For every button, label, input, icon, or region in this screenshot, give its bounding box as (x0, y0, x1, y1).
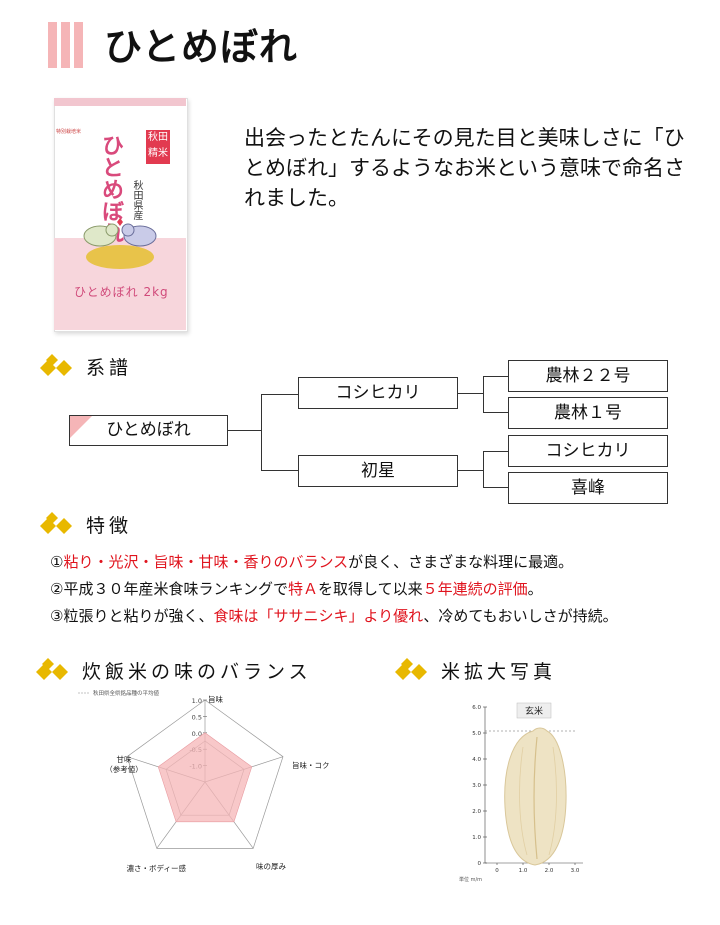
grain-unit: 単位 m/m (459, 876, 482, 883)
lineage-grandparent-box: 喜峰 (508, 472, 668, 504)
page-title: ひとめぼれ (104, 25, 298, 69)
feature-text: 。 (527, 580, 543, 598)
feature-text: ②平成３０年産米食味ランキングで (50, 580, 288, 598)
grain-x-tick-label: 3.0 (571, 868, 580, 874)
radar-data-area (157, 732, 253, 823)
product-image: 特別栽培米 秋田精米 ひとめぼれ 秋田県産 ひとめぼれ 2kg (54, 98, 188, 332)
radar-axis-label: 甘味 (117, 754, 132, 764)
radar-axis-label: 旨味 (208, 694, 223, 704)
gold-diamond-icon (40, 354, 72, 376)
photo-title: 米拡大写真 (441, 660, 557, 683)
radar-axis-label: （参考値） (105, 764, 143, 774)
rice-grain-photo: 6.0 5.0 4.0 3.0 2.0 1.0 0 0 1.0 2.0 3.0 玄米 単位 m/m (455, 697, 595, 887)
lineage-parent-box: コシヒカリ (298, 377, 458, 409)
features-heading: 特徴 (40, 510, 132, 538)
taste-title: 炊飯米の味のバランス (82, 660, 312, 683)
grain-x-tick-label: 2.0 (545, 868, 554, 874)
feature-item: ②平成３０年産米食味ランキングで特Ａを取得して以来５年連続の評価。 (50, 576, 700, 603)
lineage-grandparent-box: コシヒカリ (508, 435, 668, 467)
grain-y-tick-label: 3.0 (472, 783, 481, 789)
title-accent-bars (48, 22, 84, 68)
rice-grain-shape (504, 727, 567, 866)
product-seal-text: 特別栽培米 (56, 129, 82, 135)
lineage-child-box: ひとめぼれ (69, 415, 228, 446)
radar-axis-label: 濃さ・ボディー感 (127, 863, 187, 873)
feature-text: が良く、さまざまな料理に最適。 (348, 553, 574, 571)
birds-illustration (83, 218, 157, 269)
feature-emphasis: ５年連続の評価 (422, 580, 528, 598)
grain-y-tick-label: 5.0 (472, 731, 481, 737)
product-label: ひとめぼれ 2kg (74, 285, 169, 299)
feature-emphasis: 特Ａ (288, 580, 319, 598)
lineage-title: 系譜 (86, 356, 133, 379)
features-title: 特徴 (86, 514, 133, 537)
lineage-grandparent-box: 農林１号 (508, 397, 668, 429)
feature-text: を取得して以来 (318, 580, 423, 598)
radar-scale-label: 0.0 (192, 730, 202, 738)
feature-text: ③粒張りと粘りが強く、 (50, 607, 214, 625)
feature-text: 、冷めてもおいしさが持続。 (423, 607, 618, 625)
intro-text: 出会ったとたんにその見た目と美味しさに「ひとめぼれ」するようなお米という意味で命… (244, 126, 685, 210)
grain-y-tick-label: 0 (478, 861, 482, 867)
photo-heading: 米拡大写真 (395, 656, 556, 684)
feature-text: ① (50, 553, 64, 571)
feature-item: ①粘り・光沢・旨味・甘味・香りのバランスが良く、さまざまな料理に最適。 (50, 549, 700, 576)
radar-scale-label: 1.0 (192, 697, 202, 705)
lineage-heading: 系譜 (40, 352, 132, 380)
grain-label: 玄米 (525, 705, 543, 717)
taste-radar-chart: 秋田県全県銘品種の平均値 1.00.50.0-0.5-1.0 旨味旨味・コク味の… (78, 689, 330, 873)
gold-diamond-icon (36, 658, 68, 680)
radar-grid-ring (126, 699, 284, 849)
grain-y-tick-label: 4.0 (472, 757, 481, 763)
product-origin: 秋田県産 (131, 180, 142, 220)
grain-y-tick-label: 1.0 (472, 835, 481, 841)
radar-legend: 秋田県全県銘品種の平均値 (93, 689, 160, 697)
lineage-parent-box: 初星 (298, 455, 458, 487)
feature-emphasis: 食味は「ササニシキ」より優れ (213, 607, 424, 625)
gold-diamond-icon (40, 512, 72, 534)
radar-axis-label: 旨味・コク (292, 760, 330, 770)
features-list: ①粘り・光沢・旨味・甘味・香りのバランスが良く、さまざまな料理に最適。②平成３０… (50, 549, 700, 630)
taste-heading: 炊飯米の味のバランス (36, 656, 312, 684)
feature-emphasis: 粘り・光沢・旨味・甘味・香りのバランス (63, 553, 349, 571)
gold-diamond-icon (395, 658, 427, 680)
grain-y-tick-label: 6.0 (472, 705, 481, 711)
grain-x-tick-label: 1.0 (519, 868, 528, 874)
grain-x-tick-label: 0 (495, 868, 499, 874)
pink-corner-marker (70, 416, 92, 438)
product-badge: 秋田精米 (146, 130, 170, 164)
feature-item: ③粒張りと粘りが強く、食味は「ササニシキ」より優れ、冷めてもおいしさが持続。 (50, 603, 700, 630)
radar-axis-label: 味の厚み (256, 861, 286, 871)
lineage-grandparent-box: 農林２２号 (508, 360, 668, 392)
grain-y-tick-label: 2.0 (472, 809, 481, 815)
radar-scale-label: 0.5 (192, 713, 202, 721)
